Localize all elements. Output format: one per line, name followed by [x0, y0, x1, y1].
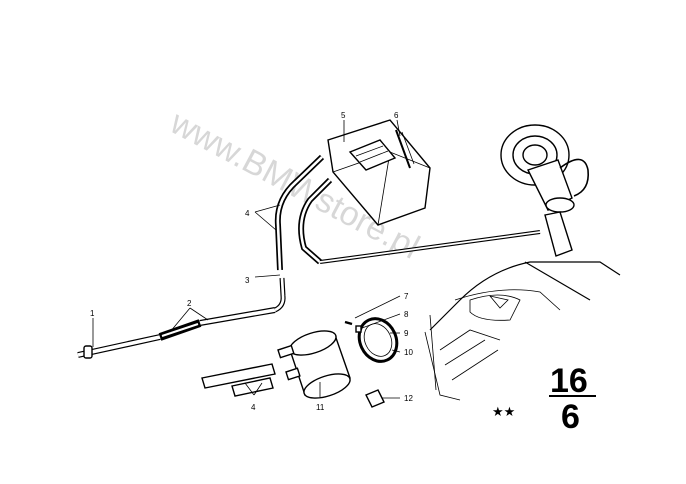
- callout-2: 2: [187, 299, 192, 308]
- callout-6: 6: [394, 111, 399, 120]
- body-panel: [424, 261, 621, 401]
- nut[interactable]: [355, 325, 362, 333]
- page-reference: 16 6 ★★: [492, 362, 596, 436]
- holder-clip[interactable]: [365, 389, 385, 408]
- callout-12: 12: [404, 394, 413, 403]
- group-number: 16: [550, 362, 588, 400]
- fuel-line[interactable]: [77, 277, 286, 359]
- callout-1: 1: [90, 309, 95, 318]
- callout-4-upper: 4: [245, 209, 250, 218]
- callout-3: 3: [245, 276, 250, 285]
- clamp-ring[interactable]: [352, 312, 403, 367]
- callout-4-lower: 4: [251, 403, 256, 412]
- vent-hoses[interactable]: [274, 154, 541, 271]
- leader-lines: [92, 119, 401, 399]
- sheet-number: 6: [561, 398, 580, 436]
- callout-9: 9: [404, 329, 409, 338]
- screw[interactable]: [344, 320, 353, 326]
- expansion-tank[interactable]: [327, 119, 431, 226]
- callout-10: 10: [404, 348, 413, 357]
- callout-8: 8: [404, 310, 409, 319]
- fuel-filter[interactable]: [277, 326, 353, 403]
- callout-11: 11: [316, 403, 325, 412]
- loose-hoses[interactable]: [201, 363, 276, 397]
- retaining-strap[interactable]: [395, 129, 415, 169]
- star-icon: ★★: [492, 405, 515, 420]
- callout-7: 7: [404, 292, 409, 301]
- callout-5: 5: [341, 111, 346, 120]
- filler-neck: [500, 124, 590, 257]
